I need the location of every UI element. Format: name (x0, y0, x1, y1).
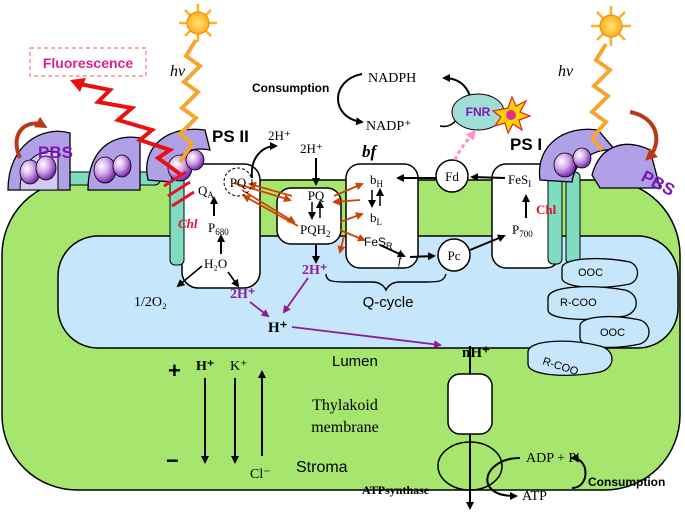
h2o-to-2h-arrow (227, 271, 240, 288)
consumption-label-top: Consumption (252, 81, 329, 95)
hplus-ion-label: H⁺ (196, 359, 214, 374)
fnr-label: FNR (466, 105, 491, 119)
fluorescence-label: Fluorescence (43, 55, 133, 71)
carboxylate-groups (527, 258, 650, 376)
stroma-2h-label-1: 2H⁺ (268, 128, 291, 143)
pc-label: Pc (448, 248, 461, 263)
sun-icon-left (179, 4, 217, 42)
ps1-cylinder-b (565, 171, 581, 265)
pbs-antenna-left (7, 128, 211, 191)
ps1-cylinder-a (547, 171, 563, 265)
pq-shuttle-arrows (233, 181, 366, 254)
fesr-to-f-arrow (379, 244, 406, 258)
bf-label: bf (362, 142, 379, 161)
fd-to-fnr-arrow (453, 129, 476, 161)
cl-ion-label: Cl⁻ (250, 467, 271, 482)
chl-label-ps1: Chl (536, 202, 557, 217)
photon-left (177, 38, 204, 164)
ooc-label-2: OOC (600, 327, 625, 339)
f-label: f (398, 252, 404, 267)
pbs-transfer-arrow-right (629, 110, 659, 161)
bh-label: bH (370, 172, 384, 189)
atp-synthase-head (437, 441, 503, 491)
ooc-label-1: OOC (578, 267, 603, 279)
stroma-2h-to-pq-arrow (250, 142, 278, 179)
fes-i-label: FeSI (508, 172, 531, 189)
pbs-label-left: PBS (38, 143, 73, 162)
fesr-label: FeSR (364, 235, 393, 251)
pq-label: PQ (308, 188, 325, 203)
pbs-transfer-arrow-left (14, 116, 48, 159)
fnr-plus-dot (506, 110, 516, 120)
fnr-to-nadph-arrow (442, 74, 471, 97)
fd-circle (435, 159, 469, 193)
pc-circle (437, 238, 471, 272)
hv-label-left: hν (170, 63, 186, 80)
lumen-2h-to-h-arrow-1 (282, 277, 309, 314)
thylakoid-label-2: membrane (311, 419, 379, 436)
nadp-plus-label: NADP⁺ (366, 119, 412, 134)
sun-icon-right (591, 6, 631, 46)
cyt-bf-complex (345, 163, 419, 269)
rcoo-label-1: R-COO (560, 297, 597, 309)
p700-label: P700 (512, 222, 533, 239)
minus-sign: − (166, 448, 179, 473)
lumen-2h-label-1: 2H⁺ (302, 263, 327, 278)
bl-label: bL (370, 210, 382, 227)
lumen-label: Lumen (332, 353, 378, 370)
consumption-label-bottom: Consumption (588, 475, 665, 489)
fd-label: Fd (445, 169, 459, 184)
pq-dashed-label: PQ (230, 175, 247, 190)
lumen-h-to-atp-arrow (291, 326, 442, 349)
kplus-ion-label: K⁺ (230, 359, 248, 374)
adp-to-atp-arrow (486, 457, 521, 500)
plus-sign: + (168, 358, 181, 383)
o2-label: 1/2O₂ (134, 295, 167, 310)
stroma-label: Stroma (296, 459, 348, 476)
chl-label-ps2: Chl (178, 216, 198, 231)
hv-label-right: hν (558, 63, 574, 80)
p680-label: P680 (208, 220, 229, 237)
fes-to-fd-arrow (470, 173, 506, 182)
ps1-label: PS I (510, 135, 542, 154)
ps2-label: PS II (212, 127, 249, 146)
h2o-label: H₂O (204, 256, 227, 271)
fluorescence-box (29, 47, 147, 77)
pq-dashed-circle (223, 167, 253, 197)
pc-to-p700-arrow (469, 234, 506, 251)
fluorescence-arrowhead (70, 78, 86, 92)
atp-synthase-label: ATPsynthase (362, 483, 430, 497)
qcycle-brace (325, 273, 447, 292)
qcycle-label: Q-cycle (363, 294, 414, 311)
h2o-to-o2-arrow (176, 265, 203, 288)
nadp-cycle-arrow (337, 73, 364, 126)
lumen-hplus-label: H⁺ (268, 320, 288, 336)
nh-plus-label: nH⁺ (462, 345, 490, 361)
qa-label: QA (198, 183, 214, 200)
stroma-2h-label-2: 2H⁺ (300, 141, 323, 156)
thylakoid-label-1: Thylakoid (312, 397, 378, 414)
atp-consumption-arrow (570, 454, 587, 489)
chl-stripes-ps2 (163, 170, 195, 208)
photon-right (588, 42, 614, 152)
nadph-label: NADPH (368, 71, 416, 86)
adp-pi-label: ADP + Pi (526, 451, 580, 466)
atp-label: ATP (522, 489, 547, 504)
lumen-2h-to-h-arrow-2 (249, 301, 270, 318)
f-to-pc-arrow (409, 252, 436, 261)
atp-synthase-channel (447, 373, 493, 435)
fluorescence-ray (79, 82, 182, 176)
lumen-2h-label-2: 2H⁺ (230, 287, 255, 302)
pqh2-label: PQH2 (300, 222, 331, 239)
